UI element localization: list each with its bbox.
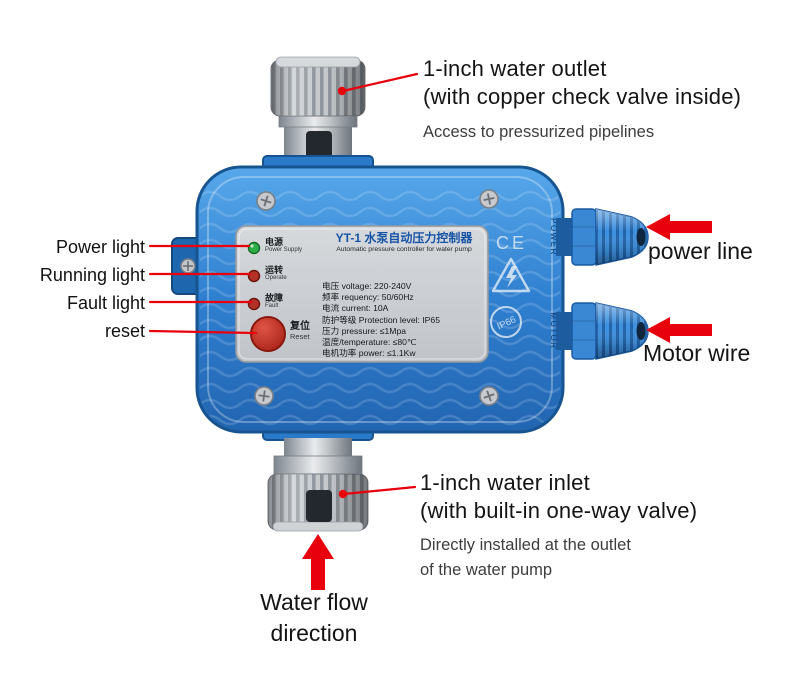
inlet-subtitle: Directly installed at the outlet of the … [420, 533, 697, 583]
motor-wire-label: Motor wire [643, 340, 751, 366]
leader-line-inlet [342, 485, 417, 496]
outlet-title-line1: 1-inch water outlet [423, 56, 607, 81]
indicator-operate-cn: 运转 [265, 265, 284, 275]
fault-light-label: Fault light [66, 293, 145, 313]
reset-cn: 复位 [290, 321, 310, 332]
spec-line: 电机功率 power: ≤1.1Kw [322, 348, 416, 359]
indicator-power-en: Power Supply [265, 247, 303, 253]
motor-port-label: MOTOR [549, 312, 558, 349]
spec-line: 防护等级 Protection level: IP65 [322, 314, 440, 325]
leader-lines [148, 72, 419, 496]
operate-led [247, 269, 261, 283]
reset-en: Reset [290, 332, 310, 341]
panel-title: YT-1 水泵自动压力控制器 [335, 231, 473, 245]
spec-panel [235, 225, 489, 363]
spec-line: 温度/temperature: ≤80℃ [322, 337, 417, 348]
corner-screws [254, 189, 499, 406]
power-port-label: POWER [549, 218, 558, 256]
water-flow-arrow-icon [302, 534, 334, 590]
inlet-pipe [262, 423, 374, 532]
motor-wire-arrow-icon [646, 317, 712, 343]
inlet-slot [306, 490, 332, 522]
spec-line: 电压 voltage: 220-240V [322, 281, 412, 291]
inlet-annotation: 1-inch water inlet (with built-in one-wa… [420, 469, 697, 583]
outlet-pipe [262, 56, 374, 173]
reset-button-label: 复位 Reset [290, 321, 310, 341]
indicator-operate: 运转 Operate [265, 265, 287, 282]
indicator-power: 电源 Power Supply [265, 237, 302, 254]
indicator-power-cn: 电源 [265, 237, 284, 247]
spec-line: 电流 current: 10A [322, 303, 389, 314]
power-line-label: power line [648, 238, 753, 264]
warning-triangle-icon [491, 257, 531, 293]
outlet-annotation: 1-inch water outlet (with copper check v… [423, 55, 741, 145]
fault-led [247, 297, 261, 311]
outlet-title-line2: (with copper check valve inside) [423, 84, 742, 109]
leader-dot-inlet [338, 489, 348, 499]
running-light-label: Running light [39, 265, 145, 285]
inlet-title-line2: (with built-in one-way valve) [420, 498, 698, 523]
inlet-subtitle-line2: of the water pump [420, 561, 553, 579]
motor-cable-hole [636, 322, 646, 340]
outlet-subtitle: Access to pressurized pipelines [423, 123, 655, 141]
leader-line-reset [148, 329, 258, 335]
leader-line-outlet [341, 72, 419, 93]
power-gland [556, 208, 649, 266]
power-light-label: Power light [55, 237, 145, 257]
indicator-fault-cn: 故障 [265, 293, 284, 303]
water-flow-line1: Water flow [260, 589, 368, 615]
indicator-fault-en: Fault [265, 303, 279, 309]
water-flow-line2: direction [270, 620, 358, 646]
power-led [247, 241, 261, 255]
indicator-fault: 故障 Fault [265, 293, 283, 310]
spec-line: 频率 requency: 50/60Hz [322, 292, 414, 303]
panel-subtitle: Automatic pressure controller for water … [336, 246, 472, 253]
panel-specs: 电压 voltage: 220-240V 频率 requency: 50/60H… [322, 281, 440, 359]
indicator-operate-en: Operate [265, 275, 287, 281]
outlet-slot [306, 131, 332, 160]
reset-label: reset [104, 321, 145, 341]
outlet-coupling [270, 56, 366, 117]
inlet-subtitle-line1: Directly installed at the outlet [420, 536, 631, 554]
power-cable-hole [636, 228, 646, 246]
spec-line: 压力 pressure: ≤1Mpa [322, 325, 406, 336]
inlet-title-line1: 1-inch water inlet [420, 470, 590, 495]
leader-dot-outlet [337, 86, 347, 96]
motor-gland [556, 302, 649, 360]
power-line-arrow-icon [646, 214, 712, 240]
ce-mark: CE [496, 233, 527, 253]
water-flow-label: Water flow direction [230, 587, 398, 649]
